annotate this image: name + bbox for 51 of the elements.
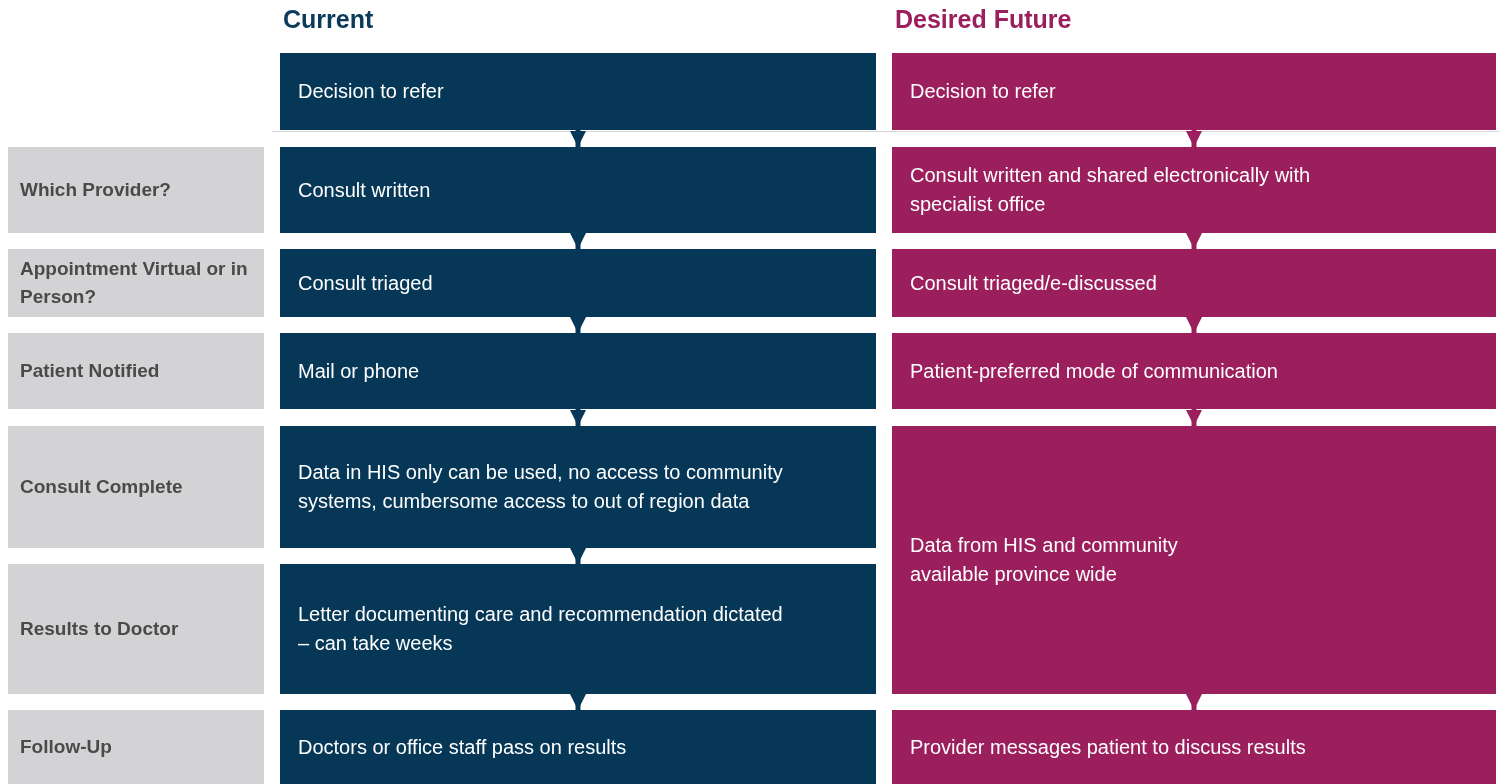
box-text: Provider messages patient to discuss results xyxy=(910,734,1307,760)
box-text: Patient-preferred mode of communication xyxy=(910,358,1279,384)
process-box xyxy=(892,249,1496,317)
process-box xyxy=(892,333,1496,409)
process-box xyxy=(280,53,876,130)
box-text: Which Provider? xyxy=(20,178,172,202)
step-label-box xyxy=(8,147,264,233)
arrow xyxy=(570,317,586,333)
arrow xyxy=(570,409,586,426)
box-text: Follow-Up xyxy=(20,735,113,759)
step-label-box xyxy=(8,564,264,694)
process-box xyxy=(280,249,876,317)
arrow xyxy=(1186,233,1202,249)
box-text: Data in HIS only can be used, no access to community systems, cumbersome access to out of region data xyxy=(298,460,783,514)
step-label-box xyxy=(8,426,264,548)
column-heading: Desired Future xyxy=(895,5,1072,34)
step-label-box xyxy=(8,710,264,784)
process-box xyxy=(892,53,1496,130)
box-text: Consult written xyxy=(298,177,432,203)
arrow xyxy=(1186,409,1202,426)
box-text: Letter documenting care and recommendation dictated – can take weeks xyxy=(298,602,784,656)
box-text: Consult Complete xyxy=(20,475,184,499)
box-text: Results to Doctor xyxy=(20,617,180,641)
process-box xyxy=(892,147,1496,233)
arrow xyxy=(1186,694,1202,710)
box-text: Decision to refer xyxy=(910,79,1057,104)
arrow xyxy=(570,233,586,249)
process-box xyxy=(280,147,876,233)
box-text: Doctors or office staff pass on results xyxy=(298,734,628,760)
process-box xyxy=(892,710,1496,784)
box-text: Mail or phone xyxy=(298,358,421,384)
column-heading: Current xyxy=(283,5,374,34)
arrow xyxy=(1186,317,1202,333)
process-box xyxy=(280,333,876,409)
box-text: Data from HIS and community available province wide xyxy=(910,533,1179,587)
arrow xyxy=(570,548,586,564)
step-label-box xyxy=(8,333,264,409)
box-text: Consult triaged/e-discussed xyxy=(910,270,1158,296)
arrow xyxy=(570,694,586,710)
process-box xyxy=(280,426,876,548)
arrow xyxy=(570,130,586,147)
step-label-box xyxy=(8,249,264,317)
box-text: Patient Notified xyxy=(20,359,161,383)
process-box xyxy=(280,710,876,784)
process-box xyxy=(892,426,1496,694)
arrow xyxy=(1186,130,1202,147)
box-text: Appointment Virtual or in Person? xyxy=(20,257,249,309)
process-box xyxy=(280,564,876,694)
box-text: Consult triaged xyxy=(298,270,434,296)
box-text: Decision to refer xyxy=(298,79,445,104)
box-text: Consult written and shared electronically with specialist office xyxy=(910,163,1312,217)
